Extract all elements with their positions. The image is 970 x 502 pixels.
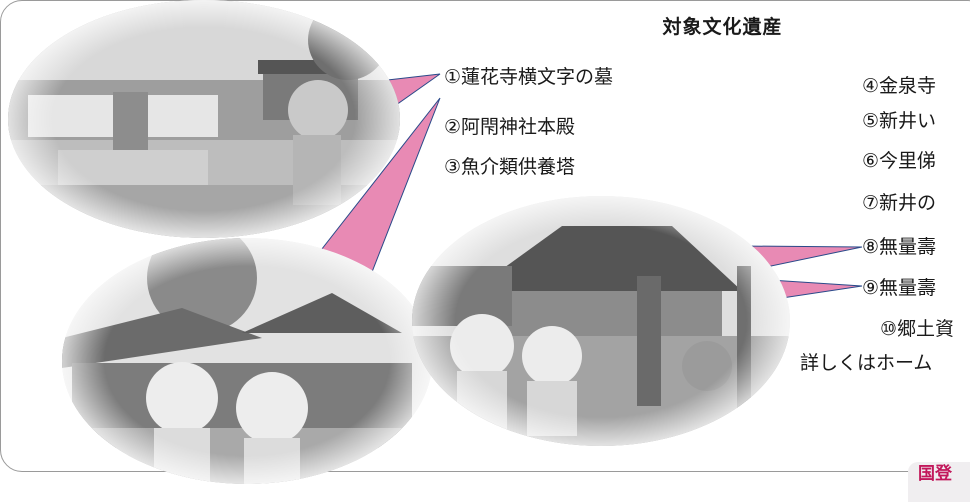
list-item: ⑥今里俤: [862, 150, 937, 172]
list-item: ③魚介類供養塔: [444, 156, 576, 178]
photo-shrine: [62, 238, 432, 484]
list-item: ⑨無量壽: [862, 277, 937, 299]
list-item: ④金泉寺: [862, 75, 937, 97]
photo-temple: [412, 196, 790, 446]
footer-note: 詳しくはホーム: [800, 352, 933, 374]
list-item: ⑦新井の: [862, 192, 937, 214]
list-item: ①蓮花寺横文字の墓: [444, 66, 614, 88]
list-item: ⑤新井い: [862, 110, 937, 132]
section-heading: 対象文化遺産: [662, 16, 783, 38]
list-item: ②阿閇神社本殿: [444, 116, 576, 138]
photo-tomb: [8, 0, 400, 238]
registration-badge-label: 国登: [918, 464, 952, 484]
list-item: ⑩郷土資: [880, 318, 955, 340]
list-item: ⑧無量壽: [862, 236, 937, 258]
panel-frame: [0, 0, 970, 472]
